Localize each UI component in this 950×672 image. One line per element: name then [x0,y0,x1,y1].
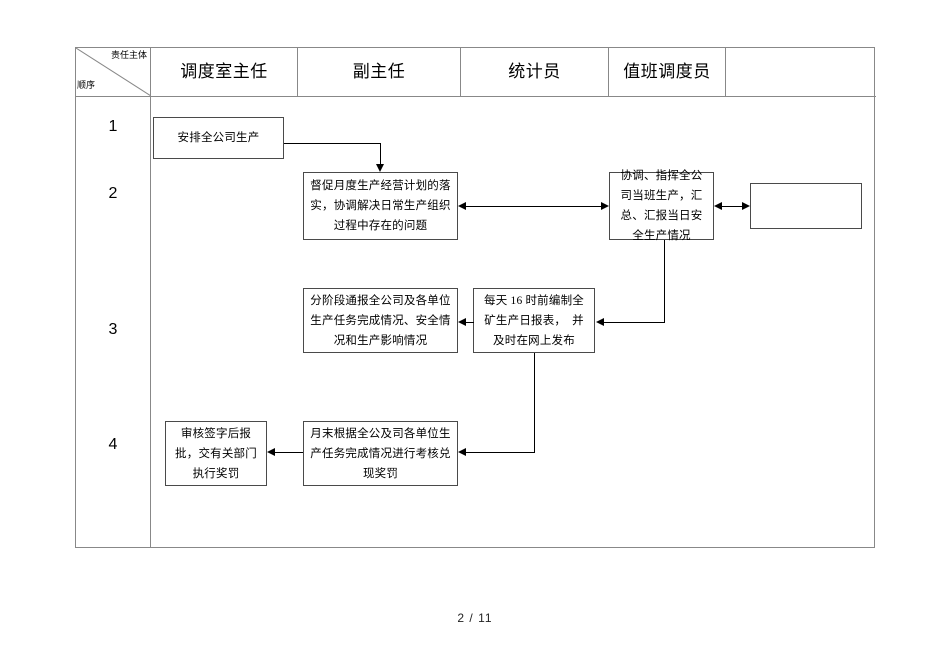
flow-box-monthly-assessment[interactable]: 月末根据全公及司各单位生产任务完成情况进行考核兑现奖罚 [303,421,458,486]
column-header-statistician: 统计员 [508,62,561,81]
connector-box3-down-vertical [664,240,665,323]
corner-diagonal-icon [76,48,151,96]
corner-label-sequence: 顺序 [77,80,96,90]
arrowhead-into-monthly-assessment-right-side [458,448,466,456]
flow-box-approve-reward-text: 审核签字后报批，交有关部门执行奖罚 [175,427,257,480]
connector-box2-box3-line [466,206,602,207]
flow-box-supervise-monthly-plan-text: 督促月度生产经营计划的落实，协调解决日常生产组织过程中存在的问题 [310,180,451,232]
column-header-blank [726,48,874,96]
flow-box-coordinate-shift-production[interactable]: 协调、指挥全公司当班生产，汇总、汇报当日安全生产情况 [609,170,714,242]
page-footer: 2 / 11 [457,611,493,625]
flow-box-empty-right[interactable] [750,183,862,229]
column-divider-1 [150,48,151,547]
row-number-4: 4 [108,436,118,453]
arrowhead-into-box2 [376,164,384,172]
connector-box3-emptybox-line [722,206,742,207]
arrowhead-into-emptybox-left-side [742,202,750,210]
row-number-3: 3 [108,321,118,338]
column-divider-2 [297,48,298,96]
column-divider-4 [608,48,609,96]
connector-box3-to-daily-report-horizontal [604,322,665,323]
header-divider [76,96,876,97]
flow-box-stage-report[interactable]: 分阶段通报全公司及各单位生产任务完成情况、安全情况和生产影响情况 [303,288,458,353]
connector-box1-to-box2-vertical [380,143,381,165]
column-header-duty-dispatcher: 值班调度员 [623,62,711,81]
row-number-2: 2 [108,185,118,202]
connector-monthly-to-approve-line [275,452,303,453]
column-header-deputy-director: 副主任 [352,62,406,81]
flow-box-arrange-production[interactable]: 安排全公司生产 [153,117,284,159]
corner-label-responsibility: 责任主体 [110,50,147,60]
column-divider-5 [725,48,726,96]
flow-box-arrange-production-text: 安排全公司生产 [177,132,260,144]
arrowhead-into-stage-report [458,318,466,326]
column-divider-3 [460,48,461,96]
arrowhead-into-box3-left-side [601,202,609,210]
flow-box-supervise-monthly-plan[interactable]: 督促月度生产经营计划的落实，协调解决日常生产组织过程中存在的问题 [303,172,458,240]
flow-box-stage-report-text: 分阶段通报全公司及各单位生产任务完成情况、安全情况和生产影响情况 [310,294,451,347]
arrowhead-into-box2-right-side [458,202,466,210]
flow-box-monthly-assessment-text: 月末根据全公及司各单位生产任务完成情况进行考核兑现奖罚 [310,427,451,480]
connector-daily-to-monthly-horizontal [466,452,535,453]
flow-box-coordinate-shift-production-text: 协调、指挥全公司当班生产，汇总、汇报当日安全生产情况 [620,170,703,242]
connector-box1-to-box2-horizontal [284,143,380,144]
table-corner-cell: 责任主体 顺序 [76,48,151,96]
column-header-dispatch-director: 调度室主任 [180,62,268,81]
connector-daily-to-stage-line [466,322,474,323]
row-number-1: 1 [108,118,118,135]
arrowhead-into-approve-reward [267,448,275,456]
flow-box-daily-report-text: 每天 16 时前编制全矿生产日报表， 并及时在网上发布 [484,294,584,347]
connector-daily-report-down-vertical [534,353,535,453]
flow-box-approve-reward[interactable]: 审核签字后报批，交有关部门执行奖罚 [165,421,267,486]
flow-box-daily-report[interactable]: 每天 16 时前编制全矿生产日报表， 并及时在网上发布 [473,288,595,353]
arrowhead-into-box3-right-side [714,202,722,210]
arrowhead-into-daily-report-right-side [596,318,604,326]
